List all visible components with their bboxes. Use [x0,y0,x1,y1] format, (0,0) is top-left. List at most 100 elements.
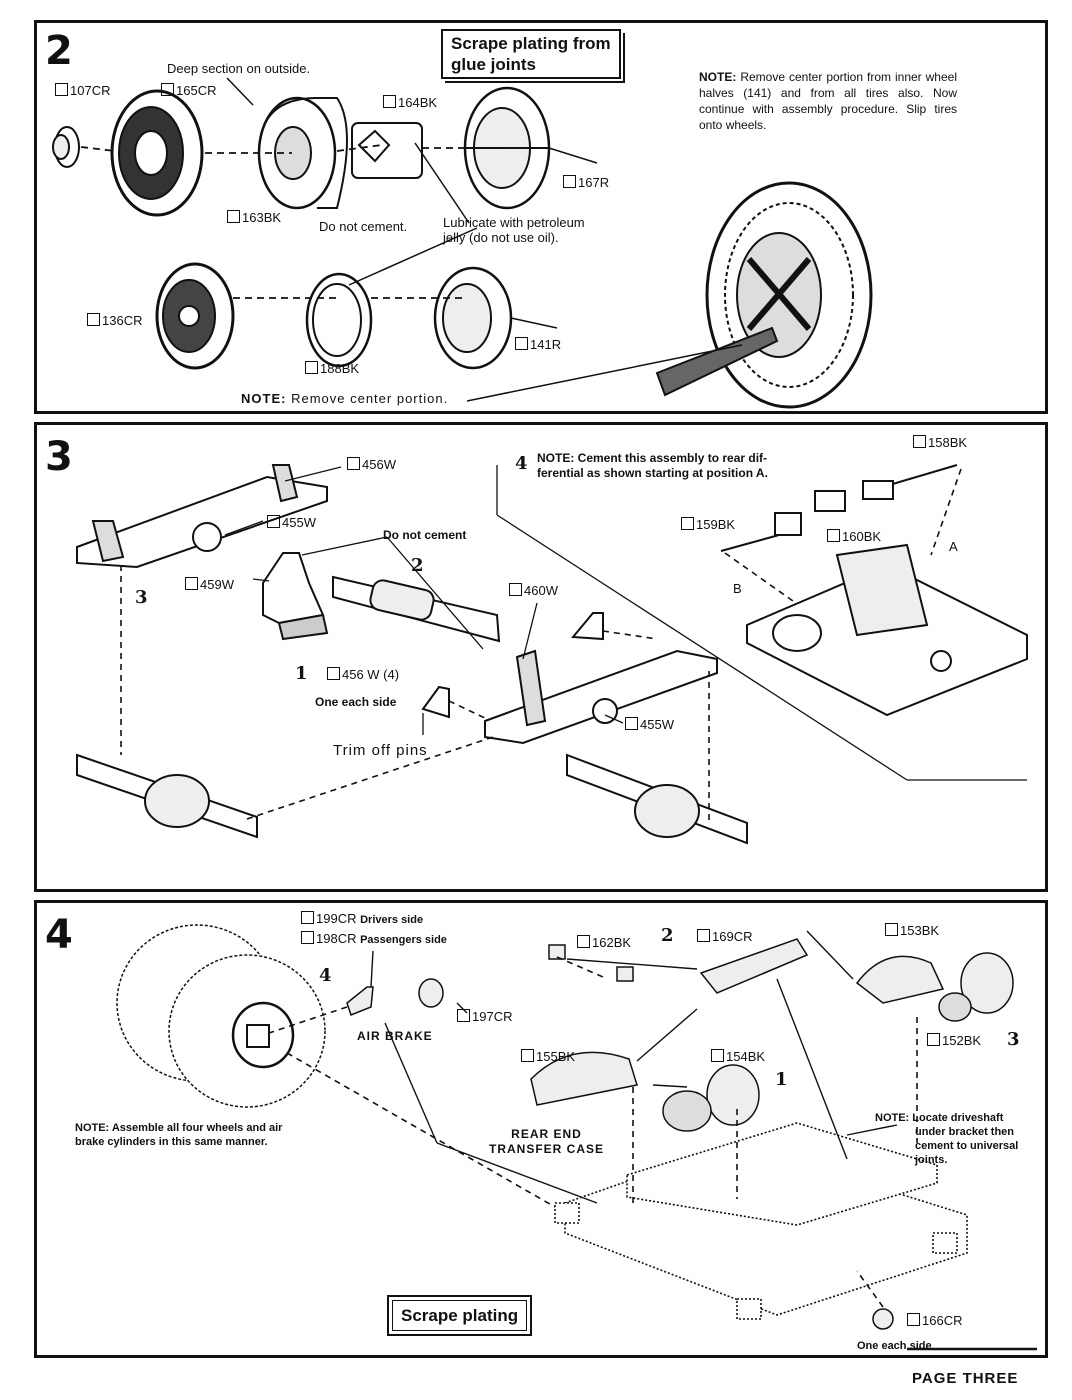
step-number: 3 [45,434,73,480]
label-do-not-cement: Do not cement [383,528,467,542]
scrape-plating-callout: Scrape plating from glue joints [441,29,621,79]
callout-line-1: Scrape plating from [451,34,611,53]
checkbox [301,931,314,944]
step-3-panel: 3 456W 455W Do not cement 459W 460W 456 … [34,422,1048,892]
label-do-not-cement: Do not cement. [319,219,408,234]
part-154bk: 154BK [711,1049,765,1064]
checkbox [227,210,240,223]
checkbox [383,95,396,108]
bracket-459 [262,552,325,625]
housing-155 [530,1051,638,1106]
checkbox [711,1049,724,1062]
label-trim-off-pins: Trim off pins [333,742,428,759]
checkbox [515,337,528,350]
part-165cr: 165CR [161,83,216,98]
sequence-4: 4 [319,965,332,986]
step-number: 4 [45,912,73,958]
part-155bk: 155BK [521,1049,575,1064]
sequence-2: 2 [411,555,424,576]
checkbox [827,529,840,542]
note-assemble-all-wheels: NOTE: Assemble all four wheels and air b… [75,1122,283,1148]
step-4-panel: 4 199CR Drivers side 198CR Passengers si… [34,900,1048,1358]
step-2-panel: 2 Scrape plating from glue joints Deep s… [34,20,1048,414]
label-one-each-side: One each side [857,1340,932,1352]
step-3-illustration [76,464,1028,845]
checkbox [913,435,926,448]
part-188bk: 188BK [305,361,359,376]
part-455w-top: 455W [267,515,316,530]
step-4-illustration [116,924,1037,1351]
step-2-illustration [52,77,873,409]
spring-455-top [76,475,328,569]
hobby-knife [655,326,779,397]
label-lubricate: Lubricate with petroleum jelly (do not u… [443,215,585,245]
part-107cr: 107CR [55,83,110,98]
checkbox [927,1033,940,1046]
driveshaft-169 [699,938,809,994]
part-199cr: 199CR Drivers side [301,911,423,928]
note-remove-center-wheels: NOTE: Remove center portion from inner w… [699,70,957,132]
sequence-1: 1 [295,663,308,684]
checkbox [185,577,198,590]
checkbox [327,667,340,680]
part-197cr: 197CR [457,1009,512,1024]
part-160bk: 160BK [827,529,881,544]
checkbox [305,361,318,374]
note-remove-center: NOTE: Remove center portion. [241,391,449,406]
part-141r: 141R [515,337,561,352]
note-cement-assembly: NOTE: Cement this assembly to rear dif- … [537,451,768,480]
part-166cr: 166CR [907,1313,962,1328]
part-159bk: 159BK [681,517,735,532]
scrape-plating-callout: Scrape plating [387,1295,533,1336]
part-169cr: 169CR [697,929,752,944]
housing-153 [855,955,945,1004]
checkbox [457,1009,470,1022]
checkbox [681,517,694,530]
sequence-2: 2 [661,925,674,946]
part-152bk: 152BK [927,1033,981,1048]
checkbox [577,935,590,948]
checkbox [907,1313,920,1326]
sequence-3: 3 [1007,1029,1020,1050]
insert-164 [351,122,423,179]
part-460w: 460W [509,583,558,598]
sequence-1: 1 [775,1069,788,1090]
hub-166 [872,1308,894,1330]
part-136cr: 136CR [87,313,142,328]
checkbox [885,923,898,936]
sequence-3: 3 [135,587,148,608]
checkbox [521,1049,534,1062]
part-455w-right: 455W [625,717,674,732]
air-brake-lever [346,986,374,1016]
checkbox [563,175,576,188]
label-rear-end-transfer-case: REAR END TRANSFER CASE [489,1127,605,1156]
checkbox [55,83,68,96]
part-158bk: 158BK [913,435,967,450]
checkbox [301,911,314,924]
checkbox [161,83,174,96]
part-198cr: 198CR Passengers side [301,931,447,948]
note-locate-driveshaft: NOTE: Locate driveshaft under bracket th… [875,1112,1019,1166]
note-number-4: 4 [515,453,528,474]
checkbox [509,583,522,596]
part-459w: 459W [185,577,234,592]
label-one-each-side: One each side [315,695,397,709]
part-167r: 167R [563,175,609,190]
part-456w-x4: 456 W (4) [327,667,399,682]
label-deep-section: Deep section on outside. [167,61,311,76]
part-153bk: 153BK [885,923,939,938]
checkbox [267,515,280,528]
chassis-frame [554,1122,968,1320]
differential-154 [706,1064,760,1126]
part-164bk: 164BK [383,95,437,110]
callout-line-2: glue joints [451,55,536,74]
part-162bk: 162BK [577,935,631,950]
label-air-brake: AIR BRAKE [357,1029,433,1043]
page-footer: PAGE THREE [908,1370,1023,1387]
position-b: B [733,581,742,596]
checkbox [697,929,710,942]
part-163bk: 163BK [227,210,281,225]
air-brake-cylinder-197 [418,978,444,1008]
differential-152 [960,952,1014,1014]
part-456w: 456W [347,457,396,472]
